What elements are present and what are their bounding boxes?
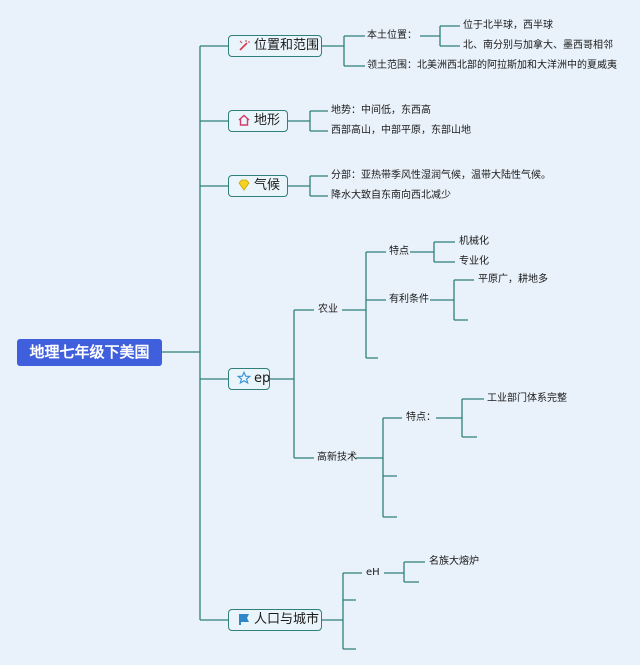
hightech-node[interactable]: 高新技术: [317, 452, 357, 463]
territory-scope[interactable]: 领土范围：北美洲西北部的阿拉斯加和大洋洲中的夏威夷: [367, 60, 617, 71]
agriculture-conditions-label[interactable]: 有利条件: [389, 294, 429, 305]
population-sub-node[interactable]: eH: [366, 567, 380, 578]
topic-climate[interactable]: 气候: [228, 175, 288, 197]
wand-icon: [239, 40, 250, 51]
flag-icon: [239, 614, 249, 625]
climate-item-1[interactable]: 分部：亚热带季风性湿润气候，温带大陆性气候。: [331, 170, 551, 181]
agriculture-feature-2[interactable]: 专业化: [459, 256, 489, 267]
house-icon: [238, 114, 250, 126]
agriculture-feature-1[interactable]: 机械化: [459, 236, 489, 247]
local-item-2[interactable]: 北、南分别与加拿大、墨西哥相邻: [463, 40, 613, 51]
root-node[interactable]: 地理七年级下美国: [17, 339, 162, 366]
topic-terrain-label: 地形: [254, 113, 281, 128]
local-item-1[interactable]: 位于北半球，西半球: [463, 20, 553, 31]
agriculture-condition-1[interactable]: 平原广，耕地多: [478, 274, 548, 285]
agriculture-node[interactable]: 农业: [318, 304, 338, 315]
topic-location-label: 位置和范围: [254, 38, 320, 53]
terrain-item-2[interactable]: 西部高山，中部平原，东部山地: [331, 125, 471, 136]
topic-economy-label: ep: [254, 371, 271, 386]
topic-location[interactable]: 位置和范围: [228, 35, 322, 57]
star-icon: [237, 371, 251, 385]
terrain-item-1[interactable]: 地势：中间低，东西高: [331, 105, 431, 116]
local-position-label[interactable]: 本土位置：: [367, 30, 417, 41]
topic-economy[interactable]: ep: [228, 368, 270, 390]
hightech-feature-1[interactable]: 工业部门体系完整: [487, 393, 567, 404]
topic-climate-label: 气候: [254, 178, 281, 193]
topic-terrain[interactable]: 地形: [228, 110, 288, 132]
topic-population[interactable]: 人口与城市: [228, 609, 322, 631]
population-item-1[interactable]: 名族大熔炉: [429, 556, 479, 567]
agriculture-features-label[interactable]: 特点: [389, 246, 409, 257]
hightech-features-label[interactable]: 特点：: [406, 412, 436, 423]
climate-item-2[interactable]: 降水大致自东南向西北减少: [331, 190, 451, 201]
topic-population-label: 人口与城市: [254, 612, 320, 627]
diamond-icon: [238, 179, 250, 191]
